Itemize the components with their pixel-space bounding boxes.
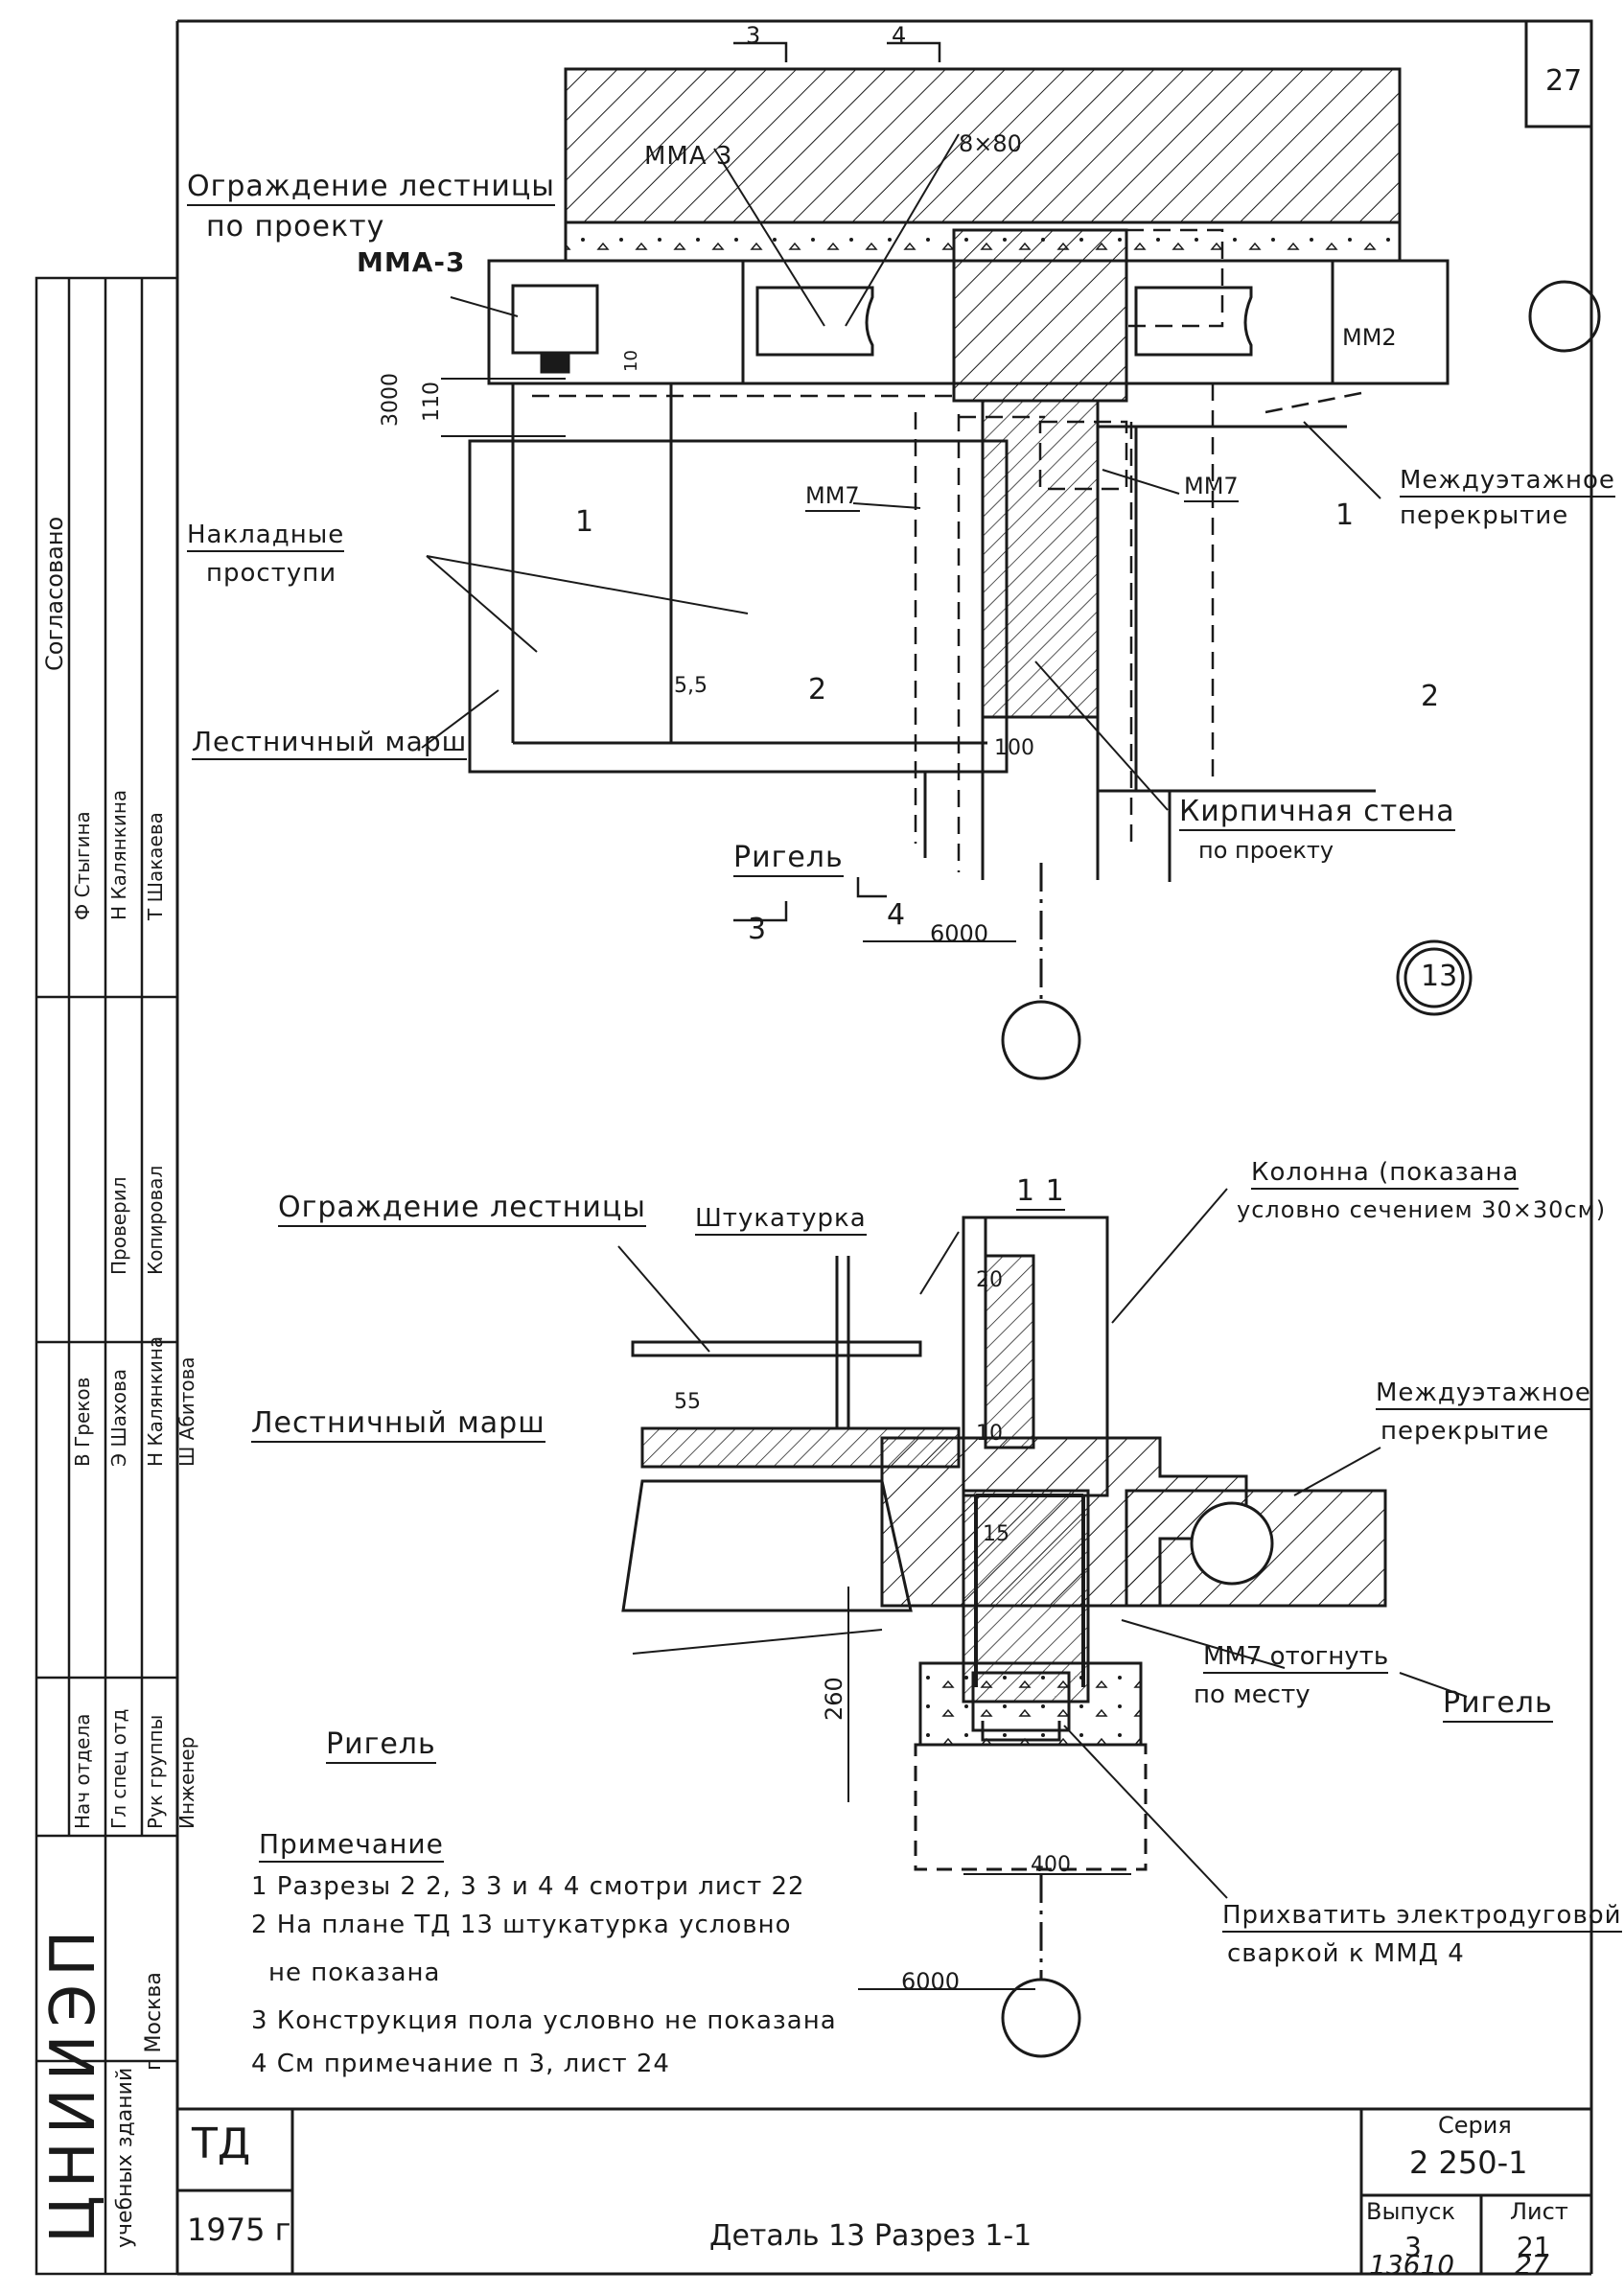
plan-view [421,41,1601,1080]
plan-cut-1-right: 1 [1335,498,1356,532]
plan-treads-1: Накладные [187,522,345,552]
stamp-name-b-2: Н Калянкина [107,789,130,920]
section-dim-260: 260 [821,1677,847,1721]
sheet-number-top: 27 [1545,64,1583,98]
plan-dim-110: 110 [420,382,444,422]
plan-mm2: ММ2 [1342,324,1397,351]
plan-brick-wall-1: Кирпичная стена [1179,798,1455,831]
section-plaster: Штукатурка [695,1206,867,1236]
section-floor-slab-2: перекрытие [1380,1417,1550,1446]
section-dim-6000: 6000 [901,1968,961,1995]
plan-floor-slab-2: перекрытие [1400,501,1569,530]
section-column-2: условно сечением 30×30см) [1237,1196,1607,1223]
plan-mm7-b: ММ7 [1184,475,1239,502]
stamp-checked: Проверил [107,1176,130,1275]
plan-mma3-b: ММА-3 [357,246,466,278]
section-dim-10: 10 [976,1422,1003,1446]
note-1: 1 Разрезы 2 2, 3 3 и 4 4 смотри лист 22 [251,1872,805,1901]
series-value: 2 250-1 [1409,2144,1528,2181]
stamp-org-sub-2: г Москва [142,1972,166,2071]
stamp-name-a-2: Э Шахова [107,1368,130,1467]
stamp-name-b-3: Т Шакаева [144,812,167,920]
section-beam-left: Ригель [326,1730,436,1764]
plan-dim-100: 100 [994,736,1034,760]
title-block-grid [177,2107,1591,2274]
plan-beam: Ригель [733,844,844,877]
title-caption: Деталь 13 Разрез 1-1 [709,2219,1032,2253]
plan-railing-label-2: по проекту [206,210,385,243]
section-stair-flight: Лестничный марш [251,1409,545,1443]
stamp-copied: Копировал [144,1165,167,1275]
plan-dim-55: 5,5 [674,674,708,698]
sheet-value: 21 [1517,2231,1551,2262]
section-dim-15: 15 [983,1522,1009,1546]
plan-cut-4-bottom: 4 [887,898,907,932]
section-dim-400: 400 [1031,1853,1071,1877]
plan-dim-6000: 6000 [930,920,989,947]
stamp-org: ЦНИИЭП [38,1922,109,2243]
stamp-agreed: Согласовано [41,516,68,671]
stamp-name-a-3: Н Калянкина [144,1335,167,1467]
section-column-1: Колонна (показана [1251,1160,1520,1190]
plan-floor-slab-1: Междуэтажное [1400,468,1615,498]
plan-mm7-a: ММ7 [805,484,860,512]
section-railing: Ограждение лестницы [278,1193,646,1227]
plan-size-8x80: 8×80 [959,130,1022,157]
section-mm7-bend-2: по месту [1194,1680,1311,1709]
stamp-name-b-1: Ф Стыгина [71,811,94,920]
plan-stair-flight: Лестничный марш [192,729,468,760]
sheet-label: Лист [1510,2198,1568,2225]
plan-cut-2-right: 2 [1421,680,1441,713]
side-stamp-grid [35,276,179,2276]
section-view [617,1188,1468,2058]
plan-cut-3-top: 3 [746,22,761,49]
plan-cut-2-left: 2 [808,673,828,707]
detail-number-13: 13 [1421,960,1458,993]
stamp-role-3: Рук группы [144,1714,167,1829]
stamp-role-1: Нач отдела [71,1713,94,1829]
note-2-cont: не показана [268,1958,441,1987]
section-mm7-bend-1: ММ7 отогнуть [1203,1644,1389,1674]
plan-cut-1-left: 1 [575,505,595,539]
title-year: 1975 г [187,2212,291,2248]
section-weld-2: сваркой к ММД 4 [1227,1939,1465,1968]
series-label: Серия [1438,2112,1512,2139]
stamp-org-sub-1: учебных зданий [113,2067,137,2248]
section-weld-1: Прихватить электродуговой [1222,1903,1622,1933]
section-dim-55: 55 [674,1390,701,1414]
archive-sheet: 27 [1515,2249,1549,2281]
plan-treads-2: проступи [206,559,337,588]
note-2: 2 На плане ТД 13 штукатурка условно [251,1911,792,1939]
note-3: 3 Конструкция пола условно не показана [251,2006,837,2035]
plan-cut-3-bottom: 3 [748,913,768,946]
section-dim-20: 20 [976,1268,1003,1292]
archive-number: 13610 [1369,2249,1455,2281]
stamp-role-2: Гл спец отд [107,1708,130,1829]
plan-dim-3000: 3000 [379,373,403,427]
notes-title: Примечание [259,1831,444,1863]
stamp-role-4: Инженер [175,1736,198,1829]
plan-dim-10: 10 [621,350,641,372]
title-code: ТД [192,2120,251,2168]
issue-label: Выпуск [1366,2198,1455,2225]
section-title: 1 1 [1016,1177,1065,1211]
note-4: 4 См примечание п 3, лист 24 [251,2050,670,2078]
issue-value: 3 [1404,2231,1422,2262]
plan-cut-4-top: 4 [892,22,907,49]
plan-railing-label-1: Ограждение лестницы [187,173,555,206]
stamp-name-a-1: В Греков [71,1377,94,1467]
plan-brick-wall-2: по проекту [1198,837,1334,864]
stamp-name-a-4: Ш Абитова [175,1356,198,1467]
plan-mma3-a: ММА 3 [644,142,733,171]
section-floor-slab-1: Междуэтажное [1376,1380,1591,1410]
section-beam-right: Ригель [1443,1689,1553,1723]
